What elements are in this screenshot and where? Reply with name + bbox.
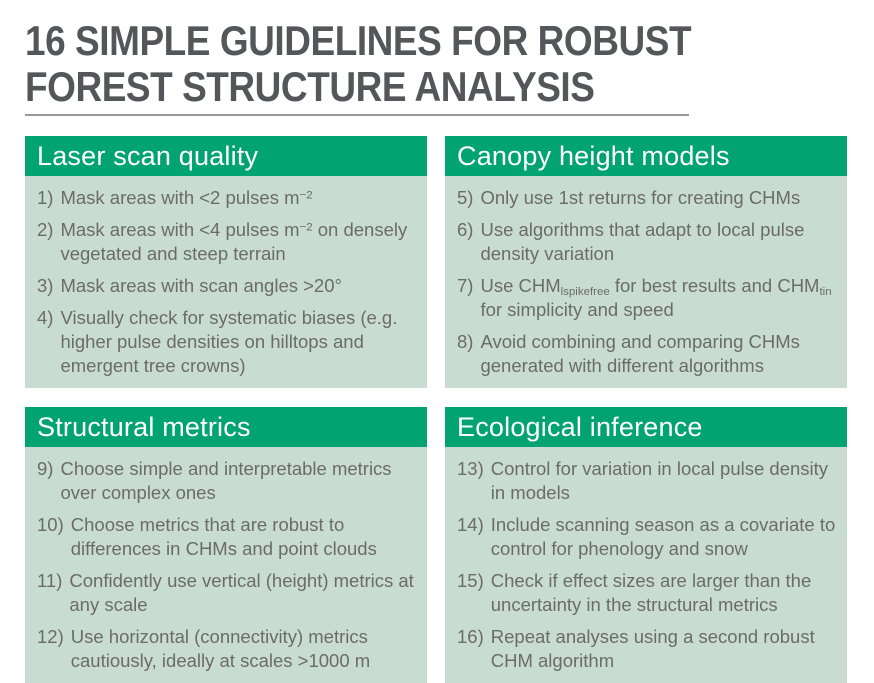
panel-canopy-height-models: Canopy height models 5) Only use 1st retu… — [445, 136, 847, 388]
panel-ecological-inference: Ecological inference 13) Control for vari… — [445, 407, 847, 683]
text-run: for best results and CHM — [609, 275, 820, 296]
item-text: Repeat analyses using a second robust CH… — [491, 625, 837, 673]
subscript-text: tin — [819, 285, 832, 298]
page-title: 16 SIMPLE GUIDELINES FOR ROBUST FOREST S… — [25, 17, 692, 110]
guideline-item: 4) Visually check for systematic biases (… — [37, 306, 417, 378]
item-number: 15) — [457, 570, 484, 591]
text-run: Confidently use vertical (height) metric… — [69, 570, 414, 615]
text-run: Include scanning season as a covariate t… — [490, 514, 836, 559]
panel-title: Structural metrics — [37, 411, 251, 442]
item-text: Avoid combining and comparing CHMs gener… — [480, 330, 837, 378]
panel-body: 5) Only use 1st returns for creating CHMs… — [445, 176, 847, 388]
guideline-item: 2) Mask areas with <4 pulses m−2 on dense… — [37, 218, 417, 266]
guidelines-grid: Laser scan quality 1) Mask areas with <2 … — [25, 136, 847, 683]
text-run: Avoid combining and comparing CHMs gener… — [480, 331, 800, 376]
item-number: 1) — [37, 187, 54, 208]
panel-header: Structural metrics — [25, 407, 427, 447]
item-number: 10) — [37, 514, 64, 535]
guideline-item: 7) Use CHMlspikefree for best results and… — [457, 274, 837, 322]
text-run: Check if effect sizes are larger than th… — [490, 570, 812, 615]
item-number: 5) — [457, 187, 474, 208]
guideline-item: 16) Repeat analyses using a second robust… — [457, 625, 837, 673]
text-run: Use CHM — [480, 275, 561, 296]
title-rule — [25, 114, 689, 116]
item-number: 14) — [457, 514, 484, 535]
text-run: Choose simple and interpretable metrics … — [60, 458, 392, 503]
guideline-item: 15) Check if effect sizes are larger than… — [457, 569, 837, 617]
item-number: 4) — [37, 307, 54, 328]
item-text: Mask areas with <4 pulses m−2 on densely… — [60, 218, 417, 266]
text-run: Use algorithms that adapt to local pulse… — [480, 219, 805, 264]
superscript-text: −2 — [299, 221, 313, 234]
text-run: Choose metrics that are robust to differ… — [70, 514, 377, 559]
item-number: 3) — [37, 275, 54, 296]
guideline-item: 8) Avoid combining and comparing CHMs gen… — [457, 330, 837, 378]
item-text: Control for variation in local pulse den… — [491, 457, 837, 505]
panel-structural-metrics: Structural metrics 9) Choose simple and i… — [25, 407, 427, 683]
item-number: 16) — [457, 626, 484, 647]
item-text: Choose simple and interpretable metrics … — [60, 457, 417, 505]
item-text: Use algorithms that adapt to local pulse… — [480, 218, 837, 266]
item-text: Use horizontal (connectivity) metrics ca… — [71, 625, 417, 673]
item-number: 8) — [457, 331, 474, 352]
superscript-text: −2 — [299, 189, 313, 202]
guideline-item: 12) Use horizontal (connectivity) metrics… — [37, 625, 417, 673]
panel-title: Ecological inference — [457, 411, 703, 442]
guideline-item: 13) Control for variation in local pulse … — [457, 457, 837, 505]
item-number: 2) — [37, 219, 54, 240]
panel-laser-scan-quality: Laser scan quality 1) Mask areas with <2 … — [25, 136, 427, 388]
panel-title: Laser scan quality — [37, 140, 259, 171]
text-run: for simplicity and speed — [480, 299, 674, 320]
guideline-item: 10) Choose metrics that are robust to dif… — [37, 513, 417, 561]
text-run: Repeat analyses using a second robust CH… — [490, 626, 815, 671]
panel-body: 9) Choose simple and interpretable metric… — [25, 447, 427, 683]
text-run: on densely vegetated and steep terrain — [60, 219, 408, 264]
item-number: 6) — [457, 219, 474, 240]
text-run: Use horizontal (connectivity) metrics ca… — [70, 626, 371, 671]
item-text: Mask areas with scan angles >20° — [60, 274, 417, 298]
guideline-item: 1) Mask areas with <2 pulses m−2 — [37, 186, 417, 210]
item-text: Choose metrics that are robust to differ… — [71, 513, 417, 561]
guideline-item: 6) Use algorithms that adapt to local pul… — [457, 218, 837, 266]
item-text: Confidently use vertical (height) metric… — [69, 569, 417, 617]
item-text: Mask areas with <2 pulses m−2 — [60, 186, 417, 210]
text-run: Only use 1st returns for creating CHMs — [480, 187, 801, 208]
panel-header: Laser scan quality — [25, 136, 427, 176]
guideline-item: 11) Confidently use vertical (height) met… — [37, 569, 417, 617]
text-run: Mask areas with scan angles >20° — [60, 275, 342, 296]
guideline-item: 9) Choose simple and interpretable metric… — [37, 457, 417, 505]
text-run: Mask areas with <4 pulses m — [60, 219, 300, 240]
item-text: Visually check for systematic biases (e.… — [60, 306, 417, 378]
item-number: 13) — [457, 458, 484, 479]
text-run: Control for variation in local pulse den… — [490, 458, 829, 503]
panel-body: 13) Control for variation in local pulse … — [445, 447, 847, 683]
text-run: Mask areas with <2 pulses m — [60, 187, 300, 208]
item-text: Check if effect sizes are larger than th… — [491, 569, 837, 617]
item-text: Use CHMlspikefree for best results and C… — [480, 274, 837, 322]
text-run: Visually check for systematic biases (e.… — [60, 307, 398, 376]
guideline-item: 5) Only use 1st returns for creating CHMs — [457, 186, 837, 210]
panel-header: Canopy height models — [445, 136, 847, 176]
item-text: Only use 1st returns for creating CHMs — [480, 186, 837, 210]
panel-header: Ecological inference — [445, 407, 847, 447]
item-number: 9) — [37, 458, 54, 479]
item-text: Include scanning season as a covariate t… — [491, 513, 837, 561]
item-number: 7) — [457, 275, 474, 296]
panel-title: Canopy height models — [457, 140, 730, 171]
guideline-item: 3) Mask areas with scan angles >20° — [37, 274, 417, 298]
subscript-text: lspikefree — [560, 285, 610, 298]
item-number: 11) — [37, 570, 63, 591]
guideline-item: 14) Include scanning season as a covariat… — [457, 513, 837, 561]
item-number: 12) — [37, 626, 64, 647]
